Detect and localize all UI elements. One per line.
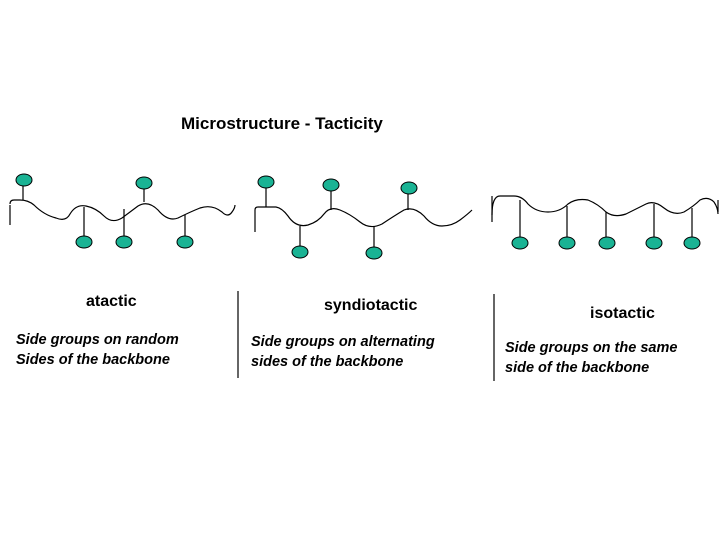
side-group-sphere: [365, 246, 383, 260]
side-group-sphere: [558, 236, 576, 250]
side-group-sphere: [176, 235, 194, 249]
isotactic-backbone: [491, 195, 719, 217]
isotactic-description-line1: Side groups on the same: [505, 340, 678, 356]
side-group-sphere: [645, 236, 663, 250]
side-group-sphere: [75, 235, 93, 249]
isotactic-chain: [491, 195, 719, 238]
side-group-sphere: [135, 176, 153, 190]
side-group-sphere: [511, 236, 529, 250]
atactic-label: atactic: [86, 293, 137, 310]
side-group-sphere: [322, 178, 340, 192]
syndiotactic-description-line2: sides of the backbone: [251, 354, 404, 370]
side-group-sphere: [683, 236, 701, 250]
isotactic-description: Side groups on the same side of the back…: [505, 338, 677, 378]
side-group-sphere: [291, 245, 309, 259]
atactic-backbone: [9, 199, 236, 222]
atactic-side-groups: [15, 173, 194, 249]
syndiotactic-backbone: [254, 206, 473, 228]
syndiotactic-description: Side groups on alternating sides of the …: [251, 332, 435, 372]
atactic-description: Side groups on random Sides of the backb…: [16, 330, 179, 370]
side-group-sphere: [257, 175, 275, 189]
syndiotactic-side-groups: [257, 175, 418, 260]
syndiotactic-chain: [254, 188, 473, 248]
isotactic-label: isotactic: [590, 305, 655, 322]
atactic-description-line1: Side groups on random: [16, 332, 179, 348]
diagram-title: Microstructure - Tacticity: [181, 114, 383, 133]
side-group-sphere: [400, 181, 418, 195]
syndiotactic-description-line1: Side groups on alternating: [251, 334, 435, 350]
syndiotactic-label: syndiotactic: [324, 297, 418, 314]
atactic-description-line2: Sides of the backbone: [16, 352, 170, 368]
isotactic-side-groups: [511, 236, 701, 250]
isotactic-description-line2: side of the backbone: [505, 360, 650, 376]
side-group-sphere: [15, 173, 33, 187]
side-group-sphere: [598, 236, 616, 250]
side-group-sphere: [115, 235, 133, 249]
atactic-chain: [9, 185, 236, 237]
